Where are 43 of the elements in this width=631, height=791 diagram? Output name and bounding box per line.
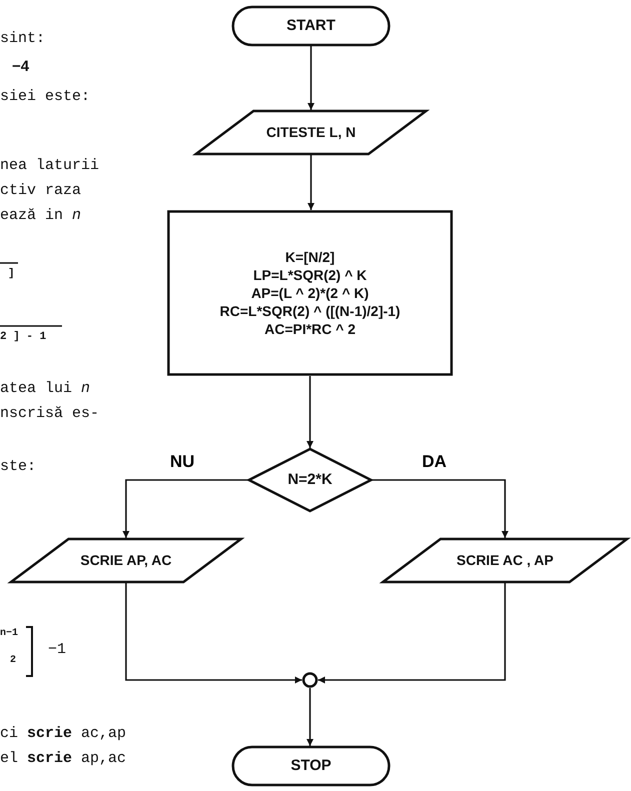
- start-terminal: [232, 6, 390, 46]
- input-parallelogram: [195, 110, 427, 155]
- node-text: N=2*K: [288, 470, 332, 490]
- arrow: [306, 376, 314, 448]
- junction-circle: [302, 672, 318, 688]
- arrow: [306, 688, 314, 746]
- node-text: START: [286, 16, 336, 36]
- text-fragment: nea laturii: [0, 157, 100, 174]
- text-fragment: atea lui n: [0, 380, 90, 397]
- node-text: LP=L*SQR(2) ^ K: [253, 266, 367, 284]
- node-text: K=[N/2]: [285, 248, 335, 266]
- node-text: STOP: [290, 756, 332, 776]
- text-fragment: siei este:: [0, 88, 90, 105]
- text-fragment: −4: [12, 58, 30, 75]
- text-fragment: ci scrie ac,ap: [0, 725, 126, 742]
- arrow: [308, 155, 314, 210]
- arrow: [318, 583, 506, 684]
- node-text: RC=L*SQR(2) ^ ([(N-1)/2]-1): [220, 302, 400, 320]
- node-text: AP=(L ^ 2)*(2 ^ K): [251, 284, 369, 302]
- node-text: CITESTE L, N: [266, 123, 356, 142]
- text-fragment: el scrie ap,ac: [0, 750, 126, 767]
- text-fragment: ste:: [0, 458, 36, 475]
- node-text: SCRIE AC , AP: [456, 551, 554, 570]
- text-fragment: −1: [48, 641, 66, 658]
- text-fragment: sint:: [0, 30, 46, 47]
- arrow: [372, 479, 508, 538]
- text-fragment: nscrisă es-: [0, 405, 100, 422]
- text-fragment: ]: [8, 268, 15, 280]
- output-parallelogram: [382, 538, 628, 583]
- arrow: [122, 479, 248, 538]
- node-text: SCRIE AP, AC: [80, 551, 172, 570]
- output-parallelogram: [10, 538, 242, 583]
- arrow: [125, 583, 302, 684]
- text-fragment: ează in n: [0, 207, 82, 224]
- decision-diamond: [248, 448, 372, 512]
- arrow: [308, 46, 314, 110]
- stop-terminal: [232, 746, 390, 786]
- text-fragment: 2: [10, 655, 16, 666]
- text-fragment: n−1: [0, 628, 18, 639]
- process-box: [167, 210, 453, 376]
- text-fragment: 2 ] - 1: [0, 331, 46, 343]
- text-fragment: ctiv raza: [0, 182, 82, 199]
- node-text: AC=PI*RC ^ 2: [264, 320, 356, 338]
